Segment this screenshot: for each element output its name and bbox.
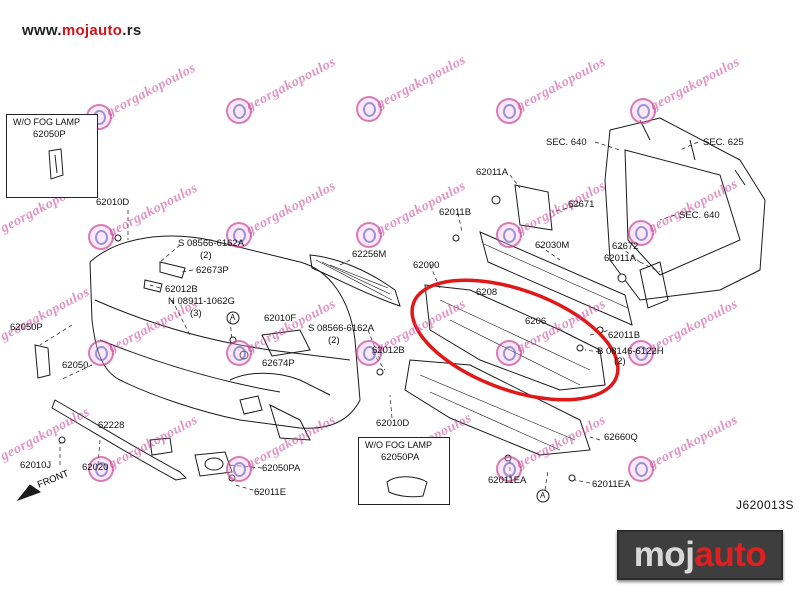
part-label: (2) xyxy=(328,335,340,346)
spoiler-strip xyxy=(51,399,188,481)
watermark-logo-icon xyxy=(356,340,382,366)
part-label: 62672 xyxy=(612,241,639,252)
callout-a: A xyxy=(230,313,236,322)
watermark-logo-icon xyxy=(226,222,252,248)
watermark-logo-icon xyxy=(496,456,522,482)
part-label: S 08566-6162A xyxy=(308,323,375,334)
part-label: 62673P xyxy=(196,265,229,276)
part-label: 62011EA xyxy=(592,479,631,490)
part-label: 62011B xyxy=(608,330,641,341)
inset-part-drawing xyxy=(48,148,64,180)
callout-a: A xyxy=(540,491,546,500)
inset-box-without-fog-lamp: W/O FOG LAMP 62050P xyxy=(6,114,98,198)
watermark-logo-icon xyxy=(88,456,114,482)
inset-part-code: 62050P xyxy=(33,129,66,140)
part-label: 6208 xyxy=(476,287,498,298)
part-label: 62011E xyxy=(254,487,287,498)
engine-undercover xyxy=(404,359,591,456)
watermark-logo-icon xyxy=(496,222,522,248)
part-label: 62671 xyxy=(568,199,595,210)
part-label: 62010D xyxy=(96,197,130,208)
part-label: (2) xyxy=(614,356,626,367)
watermark-logo-icon xyxy=(88,224,114,250)
part-label: 62256M xyxy=(352,249,387,260)
part-label: 62012B xyxy=(372,345,405,356)
part-label: 62090 xyxy=(413,260,440,271)
part-label: 62660Q xyxy=(604,432,638,443)
part-label: 62020 xyxy=(82,462,109,473)
part-label: 62050P xyxy=(10,322,43,333)
watermark-logo-icon xyxy=(628,220,654,246)
highlight-ellipse xyxy=(410,278,620,402)
inset-box-without-fog-lamp-2: W/O FOG LAMP 62050PA xyxy=(358,437,450,505)
part-label: 62050 xyxy=(62,360,89,371)
part-label: 6206 xyxy=(525,316,547,327)
part-label: 62010D xyxy=(376,418,410,429)
part-label: 62011A xyxy=(476,167,509,178)
watermark-logo-icon xyxy=(88,340,114,366)
part-label: B 08146-6122H xyxy=(597,346,664,357)
watermark-logo-icon xyxy=(496,340,522,366)
part-label: SEC. 640 xyxy=(679,210,720,221)
part-label: 62010F xyxy=(264,313,297,324)
watermark-logo-icon xyxy=(628,340,654,366)
inset-title: W/O FOG LAMP xyxy=(365,440,433,450)
part-label: SEC. 625 xyxy=(703,137,744,148)
inset-title: W/O FOG LAMP xyxy=(13,117,81,127)
watermark-logo-icon xyxy=(356,96,382,122)
part-label: 62011A xyxy=(604,253,637,264)
watermark-logo-icon xyxy=(496,98,522,124)
part-label: 62030M xyxy=(535,240,570,251)
radiator-core-support xyxy=(604,117,766,301)
part-label: 62011EA xyxy=(488,475,527,486)
part-label: N 08911-1062G xyxy=(168,296,235,307)
part-label: 62674P xyxy=(262,358,295,369)
watermark-logo-icon xyxy=(226,98,252,124)
watermark-logo-icon xyxy=(356,222,382,248)
watermark-logo-icon xyxy=(226,456,252,482)
part-label: (3) xyxy=(190,308,202,319)
diagram-code: J620013S xyxy=(735,498,794,512)
reinforcement-beam xyxy=(479,231,633,326)
watermark-logo-icon xyxy=(226,340,252,366)
part-label: 62228 xyxy=(98,420,125,431)
part-label: SEC. 640 xyxy=(546,137,587,148)
mojauto-logo: mojauto xyxy=(617,530,783,580)
part-label: 62011B xyxy=(439,207,472,218)
part-label: (2) xyxy=(200,250,212,261)
part-label: S 08566-6162A xyxy=(178,238,245,249)
inset-part-code: 62050PA xyxy=(381,452,420,463)
inset-part-drawing xyxy=(386,476,428,498)
part-label: 62012B xyxy=(165,284,198,295)
watermark-logo-icon xyxy=(628,456,654,482)
part-label: 62050PA xyxy=(262,463,301,474)
grille-mesh xyxy=(309,254,401,307)
bumper-fascia xyxy=(89,235,361,429)
watermark-logo-icon xyxy=(630,98,656,124)
part-label: 62010J xyxy=(20,460,52,471)
site-url: www.mojauto.rs xyxy=(22,22,142,39)
energy-absorber xyxy=(424,284,606,391)
